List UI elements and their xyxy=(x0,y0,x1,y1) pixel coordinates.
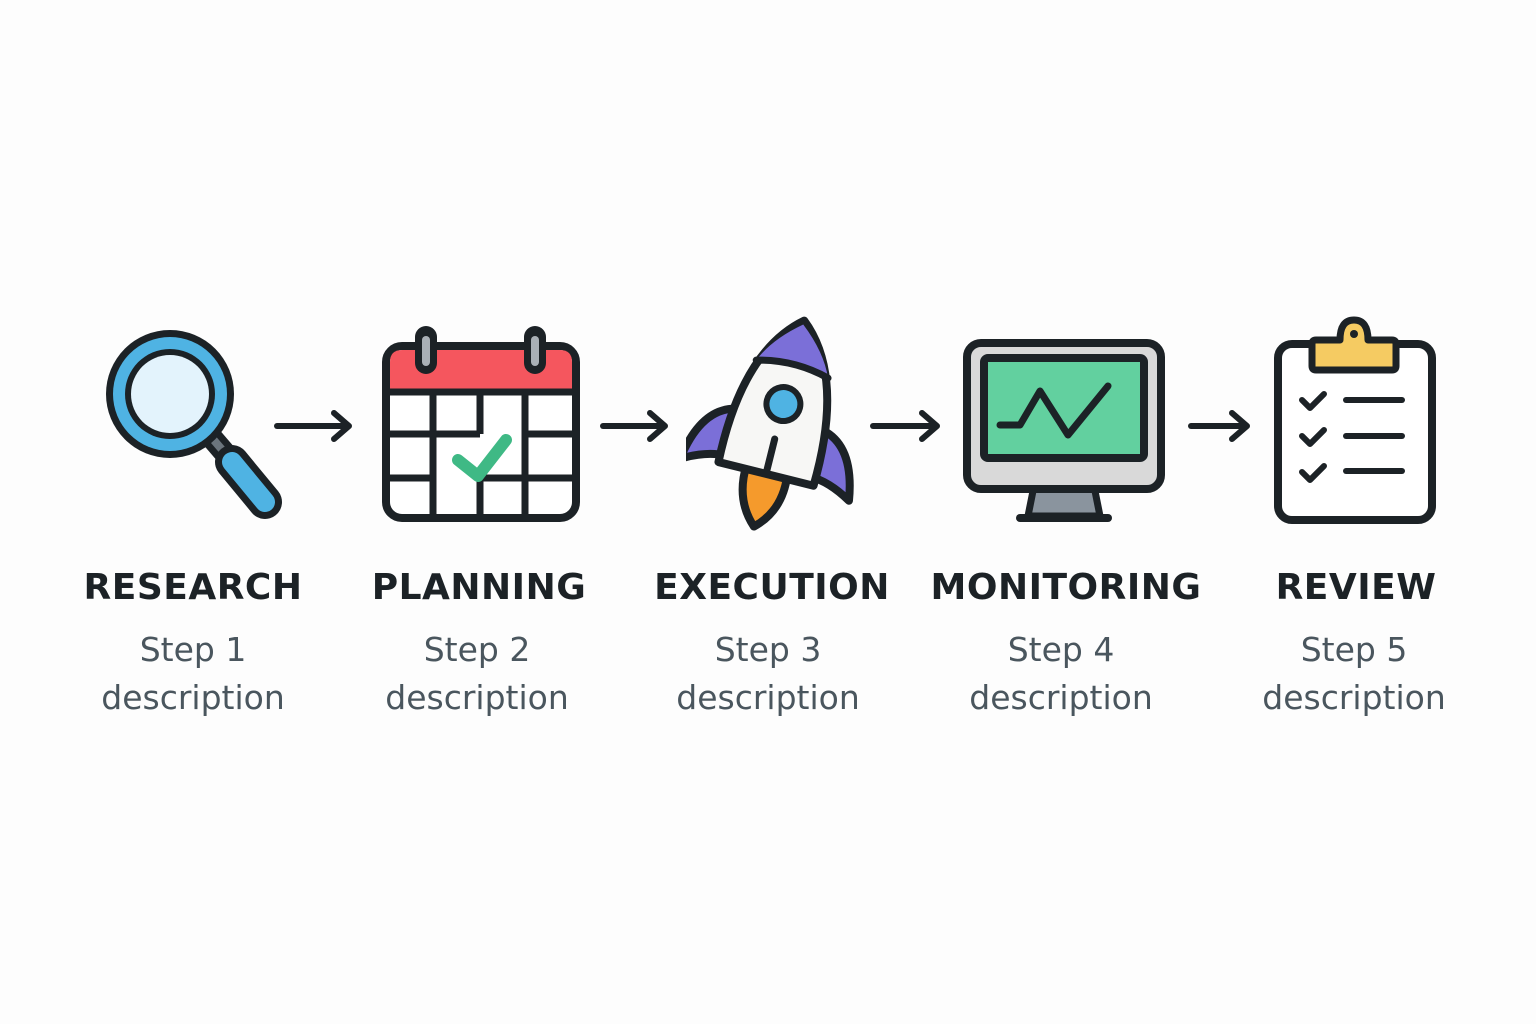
step-desc-line: description xyxy=(101,678,285,717)
step-title-execution: EXECUTION xyxy=(654,567,890,608)
magnifying-glass-icon xyxy=(100,322,285,522)
step-desc-line: description xyxy=(676,678,860,717)
arrow-right-icon xyxy=(598,408,682,449)
step-description-4: Step 4 description xyxy=(911,626,1211,722)
step-title-research: RESEARCH xyxy=(83,567,303,608)
step-title-planning: PLANNING xyxy=(371,567,587,608)
step-description-5: Step 5 description xyxy=(1204,626,1504,722)
step-desc-line: description xyxy=(385,678,569,717)
calendar-check-icon xyxy=(380,322,582,526)
step-desc-line: description xyxy=(1262,678,1446,717)
step-desc-line: Step 1 xyxy=(139,630,247,669)
arrow-right-icon xyxy=(868,408,952,449)
step-description-1: Step 1 description xyxy=(43,626,343,722)
step-desc-line: Step 5 xyxy=(1300,630,1408,669)
step-desc-line: Step 4 xyxy=(1007,630,1115,669)
step-title-review: REVIEW xyxy=(1275,567,1437,608)
step-description-3: Step 3 description xyxy=(618,626,918,722)
step-title-monitoring: MONITORING xyxy=(930,567,1202,608)
rocket-icon xyxy=(686,312,856,538)
step-desc-line: description xyxy=(969,678,1153,717)
step-desc-line: Step 2 xyxy=(423,630,531,669)
monitor-chart-icon xyxy=(962,338,1166,524)
clipboard-checklist-icon xyxy=(1272,314,1438,526)
arrow-right-icon xyxy=(1186,408,1270,449)
arrow-right-icon xyxy=(272,408,356,449)
step-desc-line: Step 3 xyxy=(714,630,822,669)
step-description-2: Step 2 description xyxy=(327,626,627,722)
